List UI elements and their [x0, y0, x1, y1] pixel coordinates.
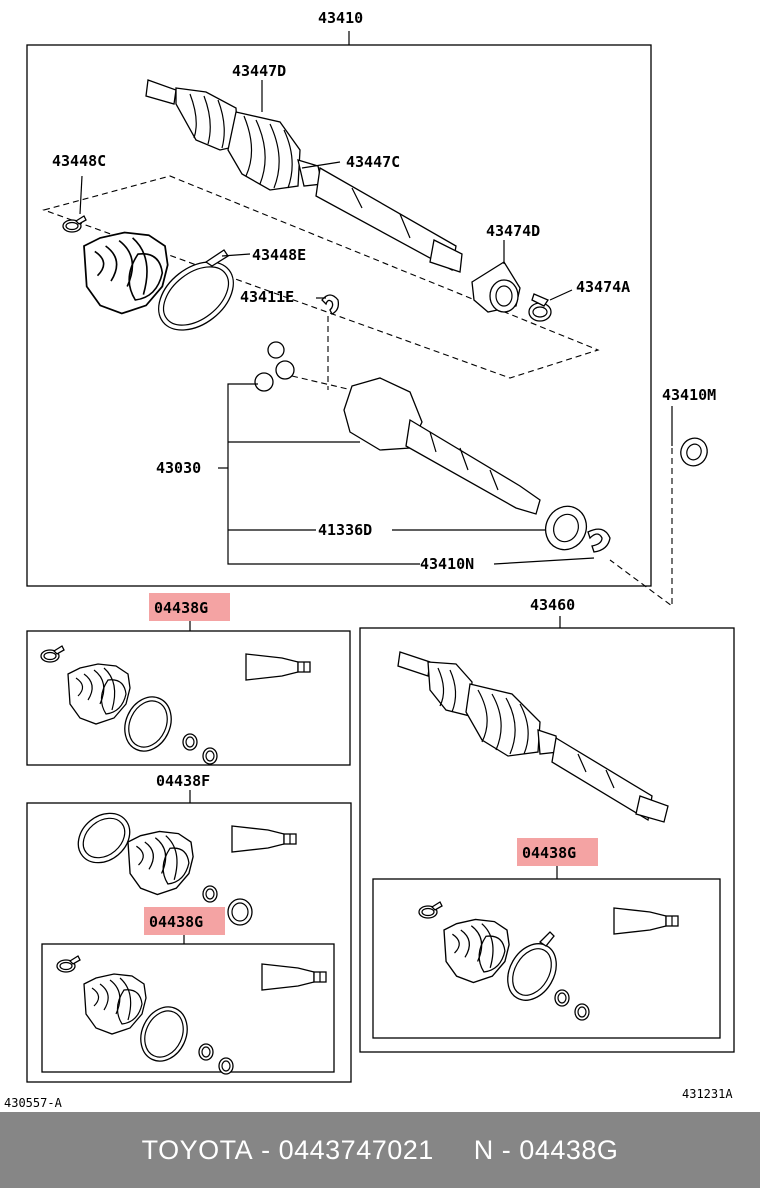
label-43447c: 43447C: [346, 153, 400, 171]
highlight-04438g-b: [144, 907, 225, 935]
footer-sep-2: -: [493, 1134, 520, 1165]
label-04438g-a: 04438G: [154, 599, 208, 617]
footer-bar: TOYOTA - 0443747021 N - 04438G: [0, 1112, 760, 1188]
kit-box-04438g-c: [372, 878, 721, 1039]
label-43411e: 43411E: [240, 288, 294, 306]
label-43410: 43410: [318, 9, 363, 27]
label-41336d: 41336D: [318, 521, 372, 539]
kit-box-04438f: [26, 802, 352, 1083]
highlight-04438g-c: [517, 838, 598, 866]
ref-code-right: 431231A: [682, 1087, 733, 1101]
label-04438g-c: 04438G: [522, 844, 576, 862]
seal-41336d: [544, 505, 588, 551]
tripod-43030: [254, 341, 353, 392]
label-43030: 43030: [156, 459, 201, 477]
parts-diagram: 43410: [4, 9, 735, 1110]
assembly-box-43460: [359, 627, 735, 1053]
snap-ring-43411e: [321, 294, 340, 315]
footer-brand: TOYOTA: [141, 1134, 254, 1165]
label-43474a: 43474A: [576, 278, 630, 296]
seal-43410m: [680, 437, 708, 467]
label-43410n: 43410N: [420, 555, 474, 573]
kit-parts-f: [77, 812, 297, 926]
kit-box-04438g-a: [26, 630, 351, 766]
label-43460: 43460: [530, 596, 575, 614]
label-43474d: 43474D: [486, 222, 540, 240]
label-43447d: 43447D: [232, 62, 286, 80]
kit-box-04438g-b: [41, 943, 335, 1073]
boot-43448: [83, 231, 169, 315]
label-04438f: 04438F: [156, 772, 210, 790]
drive-shaft-43460: [397, 651, 669, 823]
clamp-43474a: [528, 293, 552, 322]
highlight-04438g-a: [149, 593, 230, 621]
footer-gap: [434, 1135, 474, 1166]
label-43448e: 43448E: [252, 246, 306, 264]
ref-code-left: 430557-A: [4, 1096, 63, 1110]
inner-joint-shaft: [343, 377, 541, 515]
label-04438g-b: 04438G: [149, 913, 203, 931]
footer-n-code: 04438G: [519, 1134, 619, 1165]
label-43448c: 43448C: [52, 152, 106, 170]
footer-part-number: 0443747021: [278, 1134, 434, 1165]
outer-joint-shaft: [145, 79, 463, 273]
ring-43410n: [587, 528, 611, 553]
footer-sep-1: -: [253, 1134, 279, 1165]
assembly-box-43410: [26, 44, 652, 587]
kit-parts-b: [57, 956, 326, 1074]
footer-n-prefix: N: [473, 1134, 494, 1165]
kit-parts-c: [418, 901, 679, 1021]
ring-43448e: [158, 249, 234, 331]
bearing-43474d: [471, 261, 521, 313]
label-43410m: 43410M: [662, 386, 716, 404]
kit-parts-a: [41, 646, 310, 764]
